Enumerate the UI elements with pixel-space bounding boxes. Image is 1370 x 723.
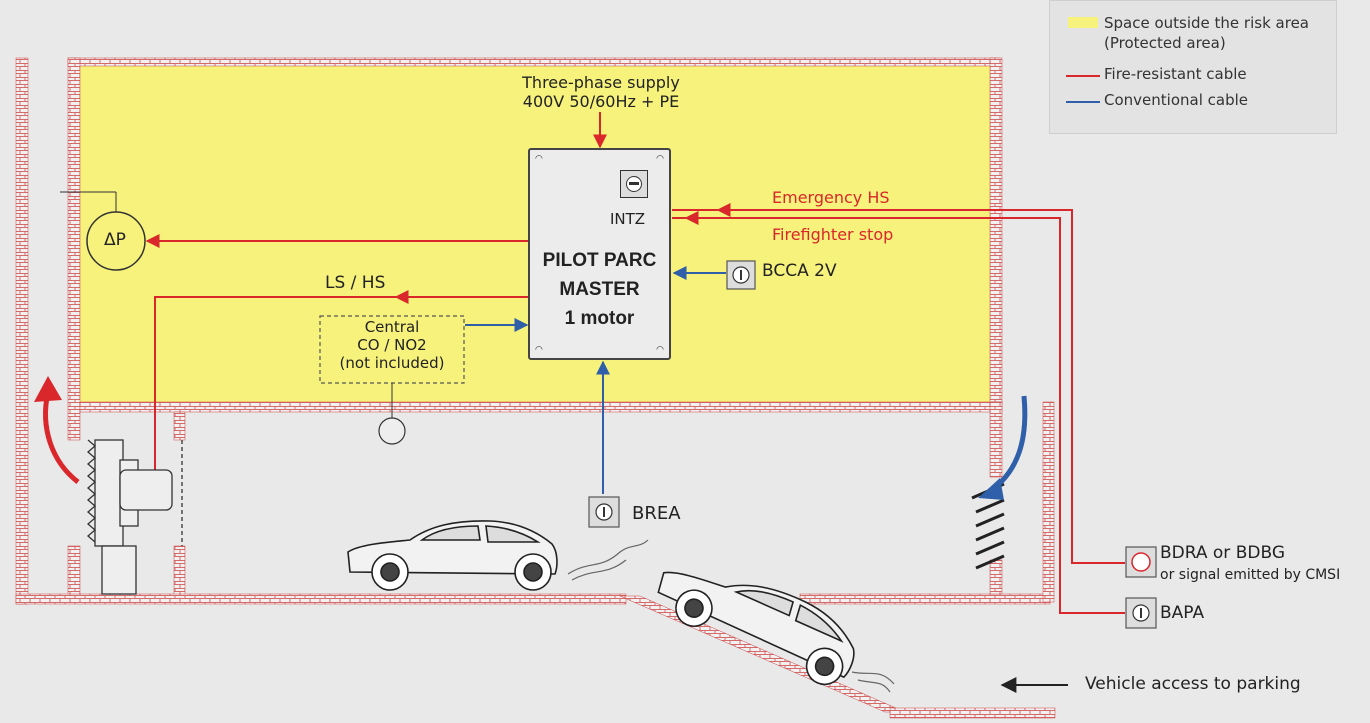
supply-line2: 400V 50/60Hz + PE — [522, 92, 680, 112]
exhaust-airflow-arrow — [43, 391, 80, 484]
legend-fire-text: Fire-resistant cable — [1104, 65, 1247, 83]
controller-title: PILOT PARC MASTER 1 motor — [530, 246, 669, 333]
sensor-line2: CO / NO2 — [357, 336, 427, 354]
bdra-label: BDRA or BDBG — [1160, 543, 1285, 563]
supply-line1: Three-phase supply — [522, 73, 680, 92]
sensor-line3: (not included) — [339, 354, 445, 372]
screw-icon: ◠ — [535, 153, 543, 163]
brea-keyswitch-icon — [588, 496, 620, 528]
screw-icon: ◠ — [535, 344, 543, 354]
bdra-note: or signal emitted by CMSI — [1160, 567, 1341, 583]
extraction-fan-icon — [87, 439, 183, 595]
legend-conventional-swatch — [1066, 101, 1100, 103]
screw-icon: ◠ — [656, 344, 664, 354]
bcca-keyswitch-icon — [726, 260, 756, 290]
supply-label: Three-phase supply 400V 50/60Hz + PE — [510, 73, 692, 111]
brick-walls — [15, 57, 1056, 719]
legend-protected-swatch — [1068, 17, 1098, 28]
car-icon — [657, 571, 855, 686]
legend-protected-line2: (Protected area) — [1104, 34, 1226, 52]
exhaust-fumes — [567, 539, 895, 693]
co-no2-sensor-label: Central CO / NO2 (not included) — [320, 318, 464, 372]
pilot-parc-controller: ◠ ◠ ◠ ◠ INTZ PILOT PARC MASTER 1 motor — [528, 148, 671, 360]
bapa-keyswitch-icon — [1125, 597, 1157, 629]
legend-conventional-text: Conventional cable — [1104, 91, 1248, 109]
controller-title-line2: MASTER — [559, 279, 640, 300]
sensor-line1: Central — [364, 318, 420, 336]
detector-icon — [378, 417, 406, 445]
legend-protected-text: Space outside the risk area (Protected a… — [1104, 13, 1309, 53]
ls-hs-label: LS / HS — [325, 273, 386, 293]
legend-protected-line1: Space outside the risk area — [1104, 14, 1309, 32]
car-icon — [347, 520, 558, 591]
pressure-symbol: ΔP — [104, 230, 126, 250]
controller-title-line3: 1 motor — [564, 308, 635, 329]
legend: Space outside the risk area (Protected a… — [1049, 0, 1337, 134]
isolator-switch-icon — [620, 170, 648, 198]
emergency-hs-label: Emergency HS — [772, 188, 890, 207]
firefighter-stop-label: Firefighter stop — [772, 225, 894, 244]
bcca-label: BCCA 2V — [762, 261, 837, 281]
bdra-button-icon — [1125, 546, 1157, 578]
controller-title-line1: PILOT PARC — [542, 250, 657, 271]
legend-fire-swatch — [1066, 75, 1100, 77]
screw-icon: ◠ — [656, 153, 664, 163]
brea-label: BREA — [632, 503, 681, 524]
vehicle-access-label: Vehicle access to parking — [1085, 674, 1301, 694]
intz-label: INTZ — [610, 210, 646, 228]
bapa-label: BAPA — [1160, 603, 1205, 623]
